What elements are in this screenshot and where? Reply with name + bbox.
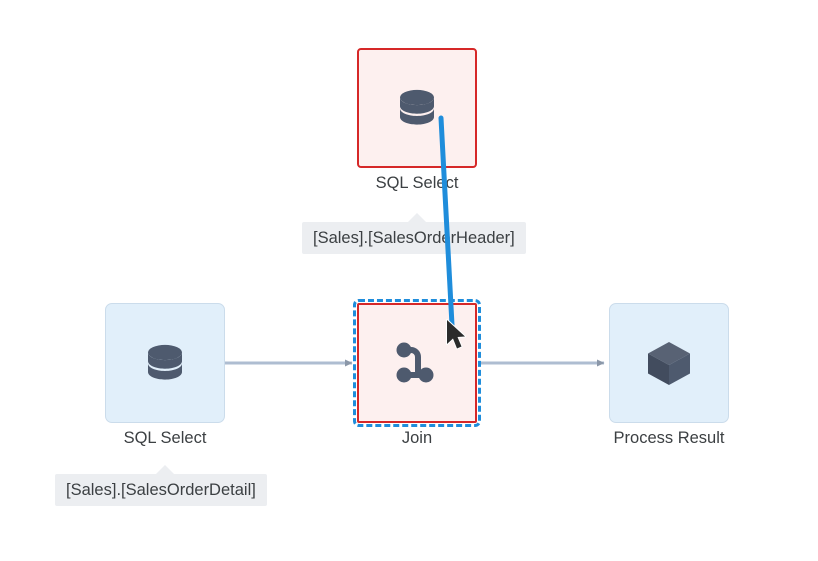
node-label: SQL Select xyxy=(123,429,207,447)
node-body[interactable] xyxy=(105,303,225,423)
tooltip-sales-order-detail: [Sales].[SalesOrderDetail] xyxy=(55,465,267,506)
join-nodes-icon xyxy=(396,342,434,383)
node-label: Process Result xyxy=(613,429,725,447)
tooltip-arrow-icon xyxy=(407,213,427,223)
database-icon xyxy=(400,89,434,125)
node-body[interactable] xyxy=(353,299,481,427)
cube-icon xyxy=(648,342,690,385)
tooltip-text: [Sales].[SalesOrderDetail] xyxy=(66,481,256,499)
tooltip-text: [Sales].[SalesOrderHeader] xyxy=(313,229,515,247)
node-label: SQL Select xyxy=(375,174,459,192)
node-body[interactable] xyxy=(609,303,729,423)
node-label: Join xyxy=(401,429,433,447)
database-icon xyxy=(148,344,182,380)
node-process-result[interactable]: Process Result xyxy=(609,303,729,447)
node-body[interactable] xyxy=(357,48,477,168)
node-sql-select-top[interactable]: SQL Select xyxy=(357,48,477,192)
node-sql-select-bottom[interactable]: SQL Select xyxy=(105,303,225,447)
tooltip-arrow-icon xyxy=(155,465,175,475)
tooltip-sales-order-header: [Sales].[SalesOrderHeader] xyxy=(302,213,526,254)
node-join[interactable]: Join xyxy=(353,299,481,447)
